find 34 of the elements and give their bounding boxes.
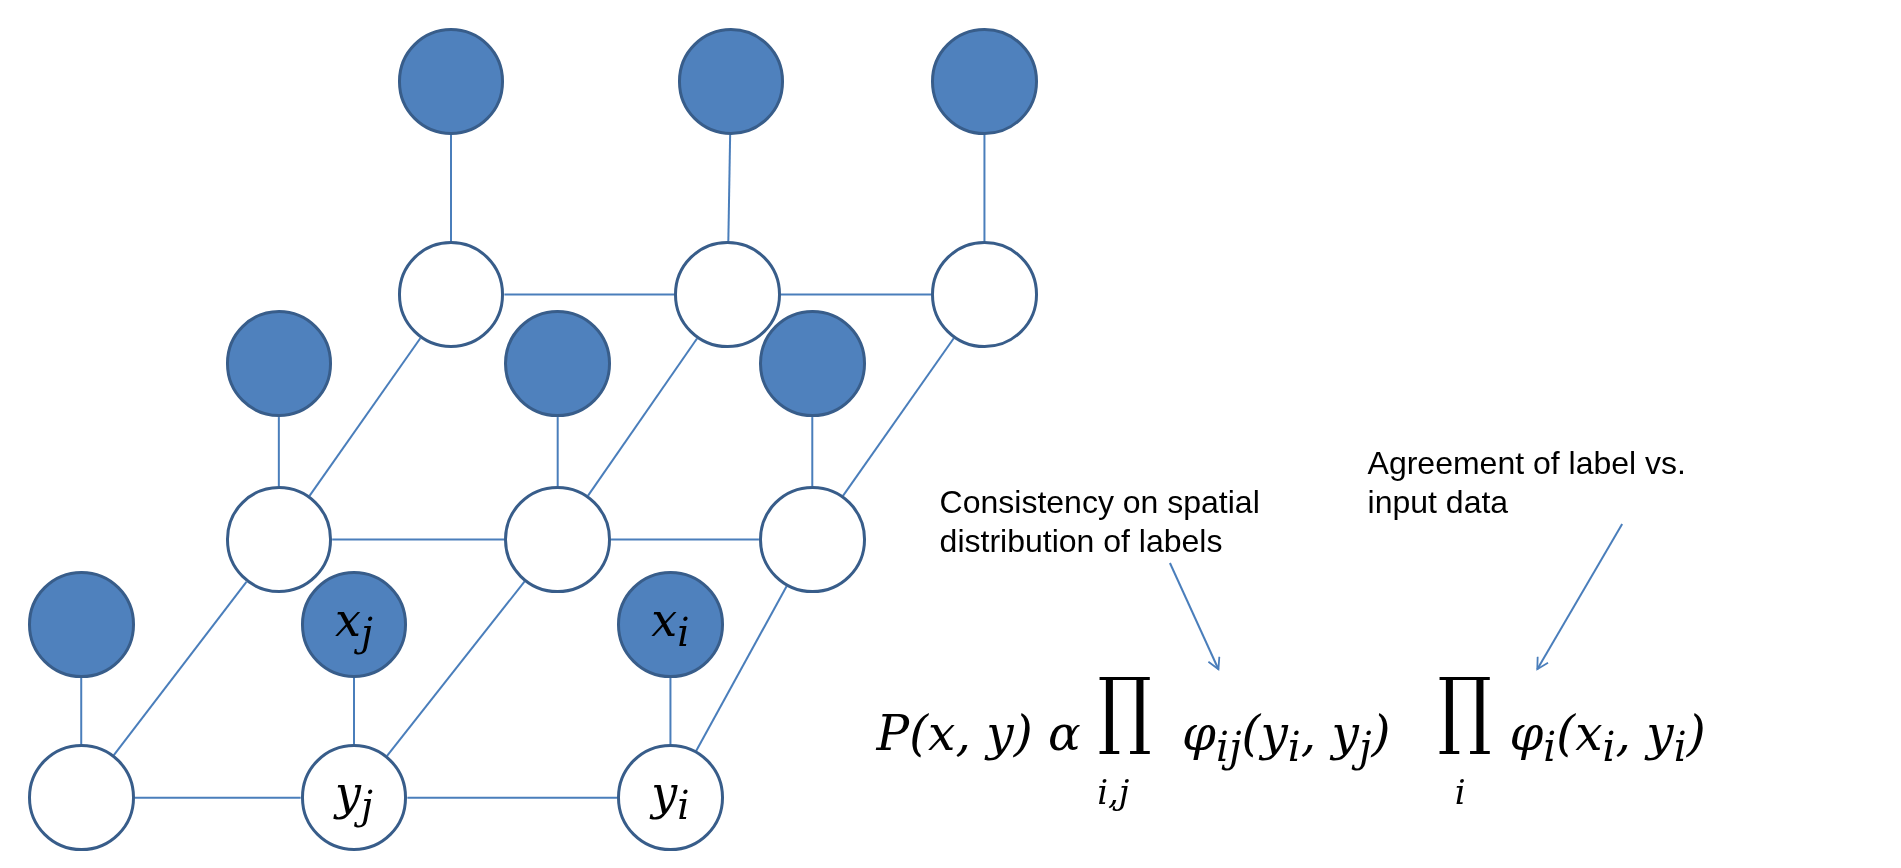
- leader-arrow: [1536, 523, 1624, 671]
- connector-line: [983, 133, 986, 243]
- connector-line: [353, 676, 355, 746]
- connector-line: [406, 796, 619, 799]
- connector-line: [133, 796, 302, 799]
- connector-line: [727, 133, 732, 243]
- formula-text: i: [1454, 775, 1466, 810]
- connector-line: [112, 580, 248, 757]
- formula-text: φ$_{i}$(x$_{i}$, y$_{i}$): [1509, 709, 1706, 768]
- product-symbol: ∏: [1097, 666, 1152, 752]
- connector-line: [556, 416, 559, 488]
- connector-line: [386, 580, 526, 757]
- formula-text: i,j: [1097, 775, 1130, 810]
- product-symbol: ∏: [1437, 666, 1492, 752]
- connector-line: [503, 293, 676, 296]
- connector-line: [80, 676, 83, 746]
- connector-line: [695, 585, 788, 752]
- connector-line: [669, 676, 672, 746]
- leader-arrow: [1168, 562, 1221, 671]
- connector-line: [841, 337, 955, 497]
- connector-line: [779, 293, 933, 296]
- variable-label: y$_{j}$: [335, 769, 373, 826]
- variable-label: x$_{i}$: [651, 596, 690, 653]
- connector-line: [450, 133, 452, 243]
- connector-line: [308, 337, 422, 497]
- annotation-text: Consistency on spatial distribution of labels: [939, 482, 1352, 561]
- connector-line: [610, 538, 760, 541]
- annotation-text: Agreement of label vs. input data: [1367, 443, 1695, 522]
- connector-line: [331, 538, 506, 541]
- variable-label: x$_{j}$: [335, 596, 373, 653]
- connector-line: [587, 337, 699, 497]
- connector-line: [811, 416, 814, 488]
- variable-label: y$_{i}$: [651, 769, 690, 826]
- connector-line: [277, 416, 280, 488]
